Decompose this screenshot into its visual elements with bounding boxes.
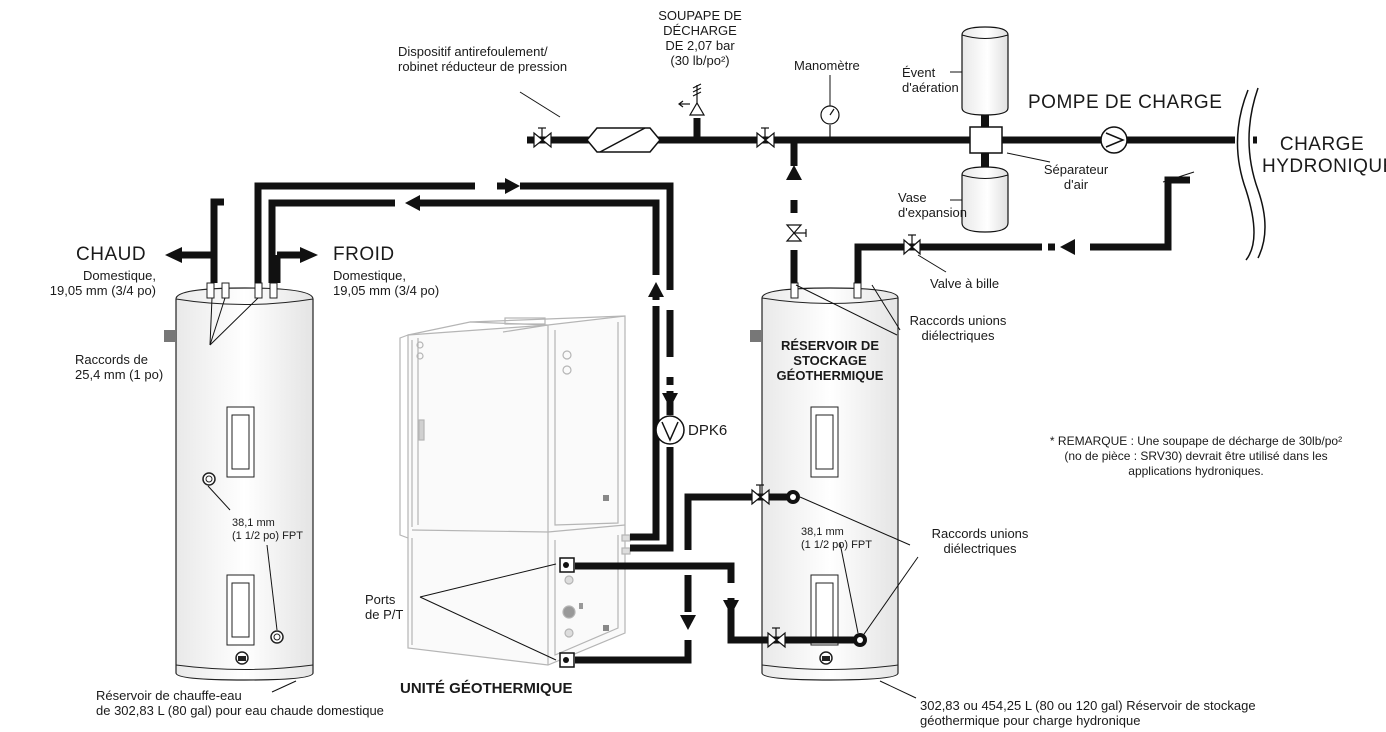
dhw-tank-caption: Réservoir de chauffe-eau de 302,83 L (80… <box>96 688 384 718</box>
air-separator-label: Séparateur d'air <box>1043 162 1109 192</box>
pipes <box>180 113 1257 664</box>
dhw-tank <box>164 282 314 681</box>
relief-valve <box>678 83 706 116</box>
manometer-label: Manomètre <box>794 58 860 73</box>
geothermal-unit <box>399 315 631 666</box>
charge-pump <box>1100 126 1128 154</box>
leader-lines <box>207 75 1195 699</box>
fpt-left-label: 38,1 mm (1 1/2 po) FPT <box>232 517 303 542</box>
cold-label: FROID <box>333 244 395 265</box>
dpk6-label: DPK6 <box>688 422 728 439</box>
air-vent-label: Évent d'aération <box>902 65 959 95</box>
cold-sub-label: Domestique, 19,05 mm (3/4 po) <box>333 268 440 298</box>
dielectric-unions <box>786 490 867 647</box>
dpk6-pump <box>655 415 685 445</box>
relief-valve-label: SOUPAPE DE DÉCHARGE DE 2,07 bar (30 lb/p… <box>658 8 742 68</box>
hot-label: CHAUD <box>76 244 147 265</box>
dielectric-unions-mid-label: Raccords unions diélectriques <box>931 526 1029 556</box>
expansion-tank-label: Vase d'expansion <box>898 190 967 220</box>
backflow-preventer <box>519 91 661 153</box>
geothermal-storage-tank <box>750 282 899 681</box>
air-vent-tank <box>950 26 1009 116</box>
hydronic-load-break <box>1236 87 1266 261</box>
flow-arrows <box>165 165 1075 630</box>
storage-tank-caption: 302,83 ou 454,25 L (80 ou 120 gal) Réser… <box>920 698 1256 728</box>
hot-sub-label: Domestique, 19,05 mm (3/4 po) <box>49 268 156 298</box>
dielectric-unions-top-label: Raccords unions diélectriques <box>909 313 1007 343</box>
hydronic-load-label: CHARGE HYDRONIQUE <box>1262 134 1386 177</box>
charge-pump-label: POMPE DE CHARGE <box>1028 92 1223 113</box>
backflow-preventer-label: Dispositif antirefoulement/ robinet rédu… <box>398 44 568 74</box>
storage-tank-title: RÉSERVOIR DE STOCKAGE GÉOTHERMIQUE <box>776 338 884 383</box>
geothermal-unit-title: UNITÉ GÉOTHERMIQUE <box>400 680 573 697</box>
pt-ports-label: Ports de P/T <box>365 592 404 622</box>
air-separator <box>969 126 1051 163</box>
gate-valves <box>533 127 921 649</box>
ball-valve-label: Valve à bille <box>930 276 1000 291</box>
fpt-right-label: 38,1 mm (1 1/2 po) FPT <box>801 526 872 551</box>
expansion-tank <box>950 166 1009 233</box>
pt-ports <box>559 557 575 668</box>
remark-note: * REMARQUE : Une soupape de décharge de … <box>1049 434 1343 478</box>
fittings-25-label: Raccords de 25,4 mm (1 po) <box>75 352 164 382</box>
manometer <box>820 105 840 137</box>
